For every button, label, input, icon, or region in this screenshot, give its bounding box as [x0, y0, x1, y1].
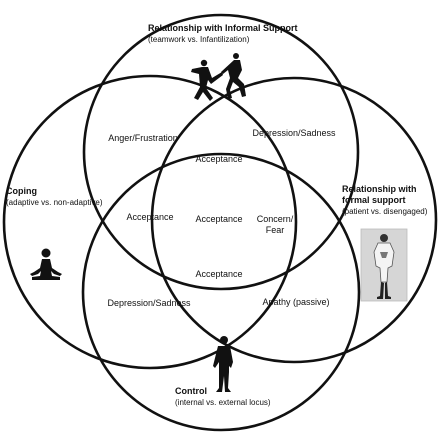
region-formal-control: Apathy (passive)	[262, 297, 330, 307]
region-coping-control: Depression/Sadness	[107, 298, 191, 308]
control-label: Control (internal vs. external locus)	[175, 386, 271, 408]
coping-label: Coping (adaptive vs. non-adaptive)	[6, 186, 103, 208]
region-informal-coping-formal: Acceptance	[195, 154, 243, 164]
formal-support-label: Relationship with formal support (patien…	[342, 184, 427, 217]
region-informal-coping: Anger/Frustration	[108, 133, 178, 143]
control-title: Control	[175, 386, 207, 396]
informal-support-title: Relationship with Informal Support	[148, 23, 298, 33]
dancing-couple-icon	[191, 53, 246, 101]
doctor-photo-icon	[360, 228, 408, 302]
informal-support-label: Relationship with Informal Support (team…	[148, 23, 298, 45]
businessman-icon	[213, 336, 233, 392]
control-subtitle: (internal vs. external locus)	[175, 398, 271, 407]
region-informal-formal-control: Concern/ Fear	[256, 214, 294, 235]
region-all-four: Acceptance	[195, 214, 243, 224]
region-informal-coping-control: Acceptance	[126, 212, 174, 222]
coping-title: Coping	[6, 186, 37, 196]
informal-support-subtitle: (teamwork vs. Infantilization)	[148, 35, 250, 44]
formal-support-circle	[150, 76, 438, 364]
region-coping-formal-control: Acceptance	[195, 269, 243, 279]
control-circle	[81, 152, 361, 432]
formal-support-title: Relationship with formal support	[342, 184, 417, 205]
informal-support-circle	[82, 13, 360, 291]
coping-subtitle: (adaptive vs. non-adaptive)	[6, 198, 103, 207]
meditating-person-icon	[30, 248, 62, 280]
region-informal-formal: Depression/Sadness	[252, 128, 336, 138]
coping-circle	[2, 74, 298, 370]
formal-support-subtitle: (patient vs. disengaged)	[342, 207, 428, 216]
